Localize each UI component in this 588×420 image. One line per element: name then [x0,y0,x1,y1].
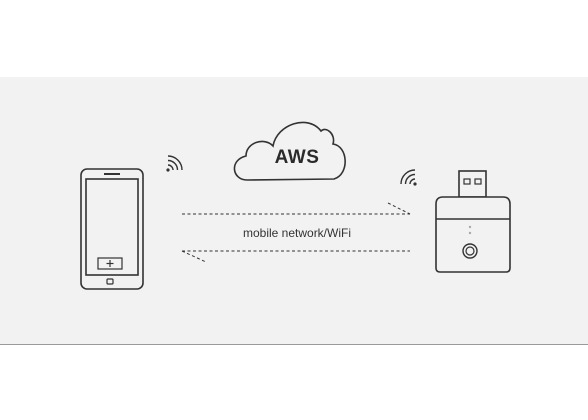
phone-signal-icon [166,155,183,172]
connection-label: mobile network/WiFi [242,226,352,240]
smartphone-icon [80,168,144,290]
cloud-icon [233,121,346,181]
arrow-to-phone-head [181,250,207,263]
device-signal-icon [400,169,417,186]
connection-arrows [181,202,411,263]
arrow-to-device-head [387,202,411,215]
cloud-label: AWS [274,147,320,168]
usb-wifi-adapter-icon [435,170,511,273]
